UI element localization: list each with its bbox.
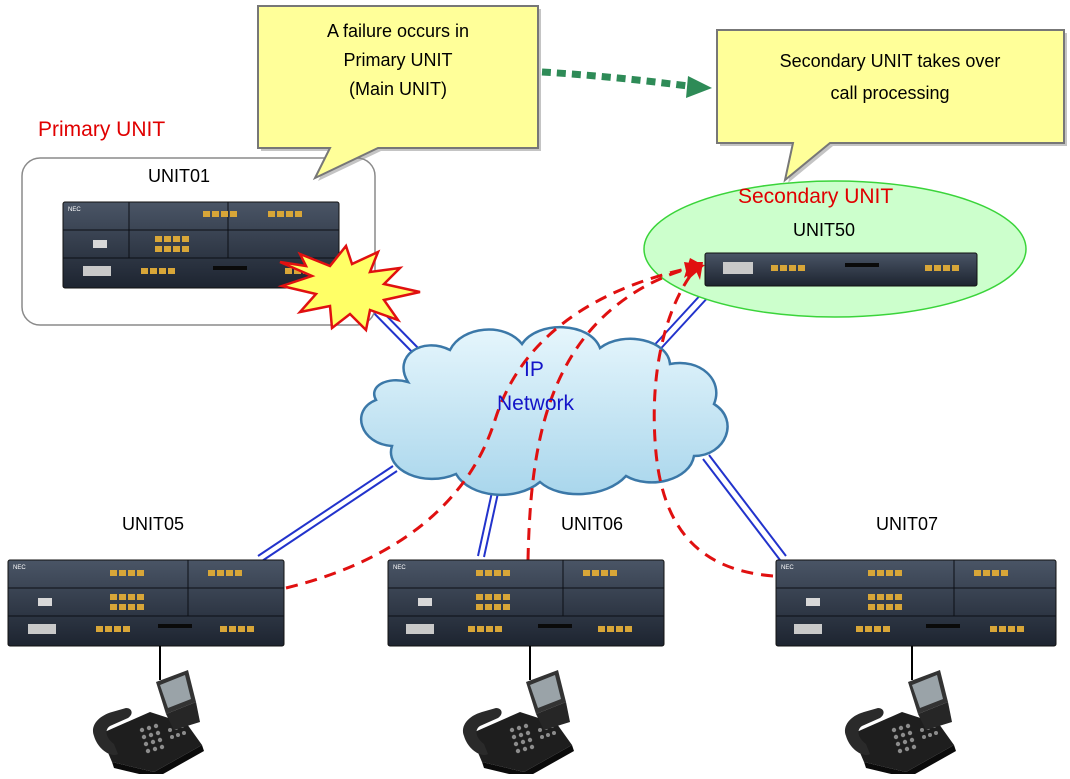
unit01-brand: NEC [68, 207, 81, 213]
failover-arrowheads [684, 258, 705, 280]
secondary-unit-label: Secondary UNIT [738, 185, 894, 208]
unit06-label: UNIT06 [561, 514, 624, 534]
link-unit06 [477, 491, 499, 558]
failover-paths [285, 266, 774, 590]
unit01-label: UNIT01 [148, 166, 211, 186]
failure-callout-line-3: (Main UNIT) [349, 79, 447, 99]
takeover-callout-text: Secondary UNIT takes over call processin… [720, 45, 1060, 109]
unit50-device [704, 252, 978, 287]
telephone-icon [92, 670, 204, 778]
telephone-icon [844, 670, 956, 778]
failure-callout-text: A failure occurs in Primary UNIT (Main U… [262, 17, 534, 104]
unit05-brand: NEC [13, 565, 26, 571]
network-label-line-2: Network [497, 392, 575, 415]
link-unit50 [647, 289, 712, 357]
takeover-callout-line-2: call processing [830, 83, 950, 103]
primary-unit-label: Primary UNIT [38, 118, 166, 141]
unit50-label: UNIT50 [793, 220, 856, 240]
cloud-icon [359, 325, 729, 497]
failure-callout [257, 5, 541, 181]
takeover-callout-line-1: Secondary UNIT takes over [779, 51, 1001, 71]
explosion-icon [277, 243, 421, 333]
network-label-line-1: IP [524, 358, 544, 381]
takeover-callout [716, 29, 1067, 183]
transition-arrow [541, 68, 712, 98]
failure-callout-line-1: A failure occurs in [326, 21, 470, 41]
unit07-device [775, 559, 1057, 647]
unit07-brand: NEC [781, 565, 794, 571]
unit06-device [387, 559, 665, 647]
phone-lines [159, 646, 913, 680]
telephone-icon [462, 670, 574, 778]
link-unit07 [702, 454, 787, 561]
unit07-label: UNIT07 [876, 514, 939, 534]
unit06-brand: NEC [393, 565, 406, 571]
unit05-label: UNIT05 [122, 514, 185, 534]
unit05-device [7, 559, 285, 647]
link-unit05 [257, 465, 398, 562]
failure-callout-line-2: Primary UNIT [343, 50, 453, 70]
unit01-device [62, 201, 340, 289]
